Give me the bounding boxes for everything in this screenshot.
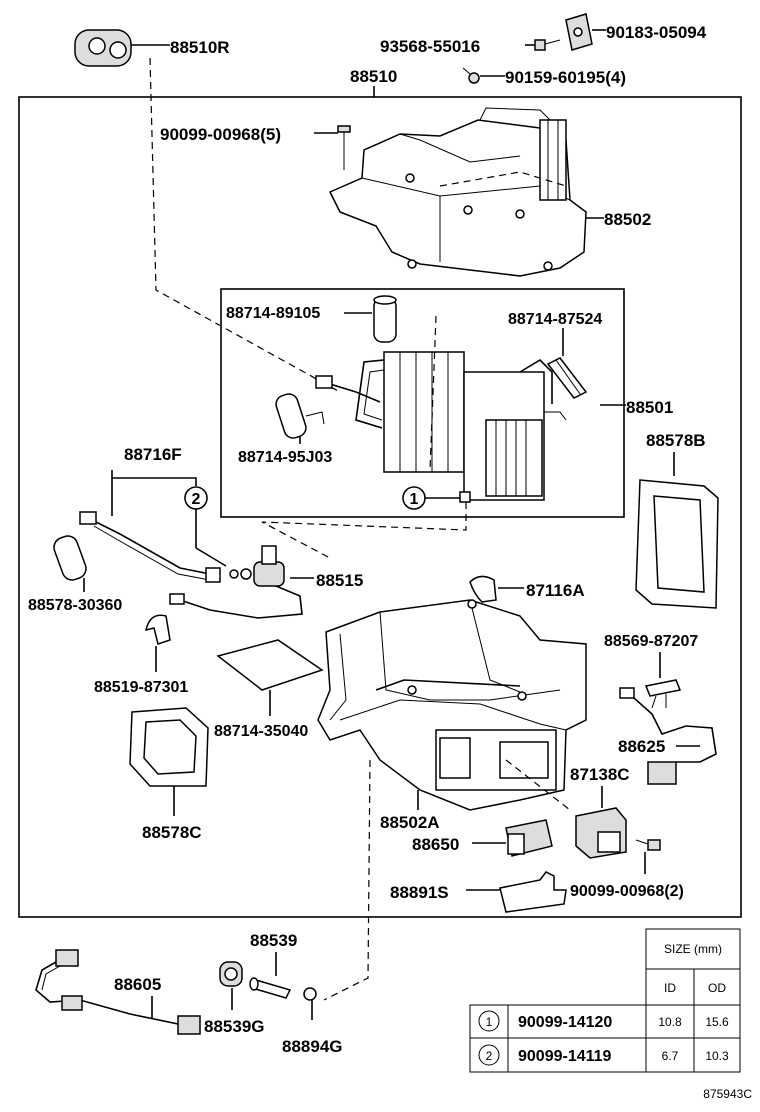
part-93568-bolt (525, 39, 561, 51)
label-88578B: 88578B (646, 431, 706, 450)
part-88578C-packing (129, 707, 209, 816)
part-88502-upper-case (328, 107, 604, 277)
label-88894G: 88894G (282, 1037, 343, 1056)
label-90099-00968-2: 90099-00968(2) (570, 883, 684, 900)
table-row-2-part: 90099-14119 (518, 1048, 612, 1065)
label-88515: 88515 (316, 571, 363, 590)
label-88539: 88539 (250, 931, 297, 950)
label-88714-35040: 88714-35040 (214, 723, 308, 740)
part-90099-screw-upper (314, 125, 351, 170)
part-88578B-packing (635, 479, 719, 609)
part-90099-screw-lower (635, 839, 661, 874)
label-88501: 88501 (626, 398, 673, 417)
part-88714-35040-seal (216, 639, 324, 716)
part-88605-wire-harness (35, 949, 201, 1035)
size-table-col-id: ID (664, 981, 676, 995)
table-row-1-ref: 1 (486, 1015, 493, 1029)
part-88714-89105-pipe-cover (373, 295, 397, 343)
label-88519-87301: 88519-87301 (94, 679, 188, 696)
label-87116A: 87116A (526, 581, 585, 600)
part-o-ring-1 (459, 491, 471, 503)
size-table-col-od: OD (708, 981, 726, 995)
label-90099-00968-5: 90099-00968(5) (160, 125, 281, 144)
part-87116A-clip (469, 575, 524, 603)
part-88510R-grommet (74, 29, 170, 67)
label-88891S: 88891S (390, 883, 449, 902)
label-88716F: 88716F (124, 445, 182, 464)
label-87138C: 87138C (570, 765, 630, 784)
ref-1-label: 1 (410, 491, 419, 508)
ref-2-label: 2 (192, 491, 201, 508)
part-88891S-bracket (466, 871, 567, 913)
part-88539G-grommet (219, 961, 243, 1010)
label-88578-30360: 88578-30360 (28, 597, 122, 614)
label-88578C: 88578C (142, 823, 202, 842)
part-88515-expansion-valve (169, 545, 314, 619)
part-90159-screw (462, 67, 505, 84)
evaporator-subframe (220, 288, 625, 518)
part-88539-sensor (249, 977, 292, 999)
table-row-1-od: 15.6 (705, 1015, 729, 1029)
label-88569-87207: 88569-87207 (604, 633, 698, 650)
table-row-2-od: 10.3 (705, 1049, 729, 1063)
label-88510: 88510 (350, 67, 397, 86)
label-88650: 88650 (412, 835, 459, 854)
label-93568-55016: 93568-55016 (380, 37, 480, 56)
table-row-2-ref: 2 (486, 1049, 493, 1063)
table-row-1-part: 90099-14120 (518, 1014, 612, 1031)
part-88501-evaporator (315, 315, 626, 501)
label-90183-05094: 90183-05094 (606, 23, 707, 42)
part-88714-95303-tube (275, 393, 325, 444)
part-88578-30360-tube (53, 535, 87, 592)
label-90159-60195: 90159-60195(4) (505, 68, 626, 87)
label-88502A: 88502A (380, 813, 440, 832)
table-row-1-id: 10.8 (658, 1015, 682, 1029)
part-88894G-clip (303, 987, 317, 1020)
size-table-title: SIZE (mm) (664, 942, 722, 956)
part-88714-87524-clip (546, 357, 588, 399)
table-row-2-id: 6.7 (662, 1049, 679, 1063)
label-88714-87524: 88714-87524 (508, 311, 602, 328)
label-88502: 88502 (604, 210, 651, 229)
leader-dashed-88515 (261, 502, 467, 559)
part-88569-87207-clip (644, 679, 682, 709)
part-88650-amplifier (472, 819, 553, 857)
label-88714-89105: 88714-89105 (226, 305, 320, 322)
leader-dashed-88510R (149, 57, 341, 393)
part-87138C-motor (575, 807, 627, 859)
part-88502A-lower-case (317, 599, 587, 1001)
main-assembly-frame (18, 96, 742, 918)
label-88625: 88625 (618, 737, 665, 756)
part-88625-thermistor (619, 687, 717, 785)
diagram-footer-code: 875943C (703, 1087, 752, 1101)
size-table (469, 928, 741, 1073)
label-88714-95J03: 88714-95J03 (238, 449, 332, 466)
part-88519-87301-clip (145, 614, 171, 672)
label-88539G: 88539G (204, 1017, 265, 1036)
part-88716F-pipe (79, 511, 221, 583)
label-88605: 88605 (114, 975, 161, 994)
label-88510R: 88510R (170, 38, 230, 57)
part-90183-clip (565, 13, 606, 51)
